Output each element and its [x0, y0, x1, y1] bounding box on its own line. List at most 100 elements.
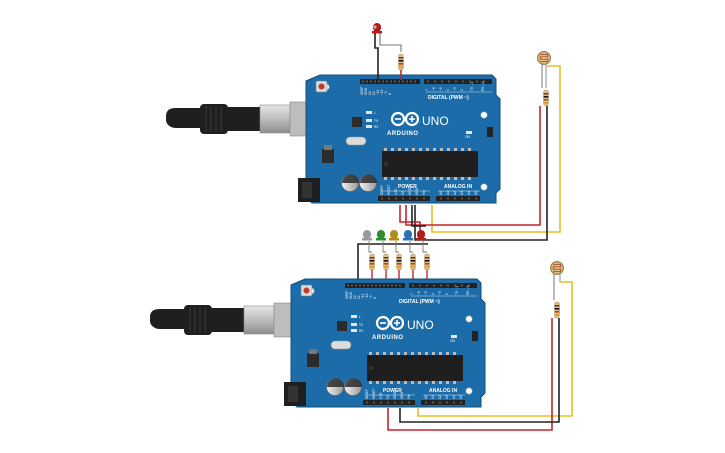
svg-text:3.3V: 3.3V	[394, 188, 398, 195]
board-model: UNO	[407, 318, 434, 332]
svg-text:A4: A4	[452, 395, 456, 399]
resistor-icon[interactable]	[554, 301, 560, 319]
svg-text:AREF: AREF	[360, 86, 364, 95]
svg-text:RESET: RESET	[387, 184, 391, 195]
led-rx-label: RX	[359, 329, 364, 333]
svg-text:A1: A1	[446, 191, 450, 195]
power-jack-bottom	[284, 382, 306, 406]
photoresistor-icon[interactable]	[550, 261, 564, 275]
resistor-icon[interactable]	[410, 253, 416, 271]
svg-text:~11: ~11	[376, 90, 380, 95]
ldr-lead	[559, 274, 572, 283]
svg-text:Vin: Vin	[407, 394, 411, 399]
board-brand: ARDUINO	[372, 335, 404, 341]
svg-text:GND: GND	[415, 187, 419, 195]
led-icon[interactable]	[416, 230, 426, 241]
wire-black[interactable]	[411, 205, 426, 227]
led-icon[interactable]	[389, 230, 399, 241]
power-pin-labels: IOREF RESET 3.3V 5V GND GND Vin	[365, 388, 411, 399]
svg-text:IOREF: IOREF	[380, 185, 384, 195]
power-label: POWER	[383, 388, 402, 394]
resistor-icon[interactable]	[543, 89, 549, 107]
on-label: ON	[465, 135, 470, 139]
svg-text:~11: ~11	[361, 294, 365, 299]
svg-text:A4: A4	[467, 191, 471, 195]
led-row	[362, 230, 426, 241]
svg-text:7: 7	[410, 293, 414, 295]
led-icon[interactable]	[372, 23, 382, 34]
wire-black[interactable]	[357, 243, 428, 290]
led-lead	[379, 33, 402, 52]
svg-text:~6: ~6	[417, 291, 421, 295]
led-l-label: L	[374, 111, 376, 115]
svg-text:A3: A3	[445, 395, 449, 399]
svg-text:IOREF: IOREF	[365, 389, 369, 399]
wire-yellow[interactable]	[431, 65, 561, 233]
arduino-board-bottom[interactable]: ARDUINO UNO DIGITAL (PWM ~) POWER ANALOG…	[289, 277, 487, 409]
led-icon[interactable]	[403, 230, 413, 241]
resistor-icon[interactable]	[424, 253, 430, 271]
svg-text:13: 13	[353, 295, 357, 299]
analog-label: ANALOG IN	[444, 184, 472, 190]
resistor-icon[interactable]	[398, 53, 404, 71]
svg-text:A1: A1	[431, 395, 435, 399]
wire-red[interactable]	[387, 318, 553, 431]
svg-text:12: 12	[357, 295, 361, 299]
led-tx-label: TX	[374, 119, 379, 123]
svg-text:RX←0: RX←0	[481, 81, 485, 91]
svg-text:2: 2	[445, 293, 449, 295]
svg-text:12: 12	[372, 91, 376, 95]
svg-text:GND: GND	[364, 87, 368, 95]
svg-text:A0: A0	[439, 191, 443, 195]
wire-yellow[interactable]	[417, 281, 573, 417]
power-jack-top	[298, 178, 320, 202]
svg-text:2: 2	[460, 89, 464, 91]
svg-text:~6: ~6	[432, 87, 436, 91]
power-label: POWER	[398, 184, 417, 190]
analog-pin-labels: A0 A1 A2 A3 A4 A5	[439, 191, 478, 195]
digital-label: DIGITAL (PWM ~)	[399, 299, 440, 305]
svg-text:A0: A0	[424, 395, 428, 399]
svg-text:GND: GND	[393, 391, 397, 399]
svg-text:~3: ~3	[453, 87, 457, 91]
svg-text:Vin: Vin	[422, 190, 426, 195]
svg-text:7: 7	[425, 89, 429, 91]
resistor-icon[interactable]	[369, 253, 375, 271]
usb-cable-icon	[149, 302, 293, 338]
svg-text:8: 8	[373, 297, 377, 299]
svg-text:TX→1: TX→1	[455, 286, 459, 295]
svg-text:3.3V: 3.3V	[379, 392, 383, 399]
svg-text:A3: A3	[460, 191, 464, 195]
svg-text:GND: GND	[349, 291, 353, 299]
svg-text:RX←0: RX←0	[466, 285, 470, 295]
led-l-label: L	[359, 315, 361, 319]
usb-cable-icon	[165, 101, 309, 137]
svg-text:A5: A5	[459, 395, 463, 399]
svg-text:GND: GND	[408, 187, 412, 195]
led-icon[interactable]	[362, 230, 372, 241]
svg-text:4: 4	[446, 89, 450, 91]
svg-text:AREF: AREF	[345, 290, 349, 299]
svg-text:5V: 5V	[401, 190, 405, 195]
wire-red[interactable]	[399, 205, 421, 232]
resistor-icon[interactable]	[396, 253, 402, 271]
led-leads	[368, 241, 427, 253]
svg-text:~3: ~3	[438, 291, 442, 295]
svg-text:RESET: RESET	[372, 388, 376, 399]
board-model: UNO	[422, 114, 449, 128]
photoresistor-icon[interactable]	[537, 51, 551, 65]
wire-black[interactable]	[374, 33, 379, 80]
svg-text:A2: A2	[453, 191, 457, 195]
svg-text:~5: ~5	[424, 291, 428, 295]
arduino-board-top[interactable]: ARDUINO UNO DIGITAL (PWM ~) POWER ANALOG…	[304, 73, 502, 205]
wire-black[interactable]	[399, 318, 560, 423]
resistor-icon[interactable]	[383, 253, 389, 271]
wire-red[interactable]	[405, 106, 541, 226]
svg-text:8: 8	[388, 93, 392, 95]
svg-text:A2: A2	[438, 395, 442, 399]
analog-pin-labels: A0 A1 A2 A3 A4 A5	[424, 395, 463, 399]
led-tx-label: TX	[359, 323, 364, 327]
led-rx-label: RX	[374, 125, 379, 129]
led-icon[interactable]	[376, 230, 386, 241]
